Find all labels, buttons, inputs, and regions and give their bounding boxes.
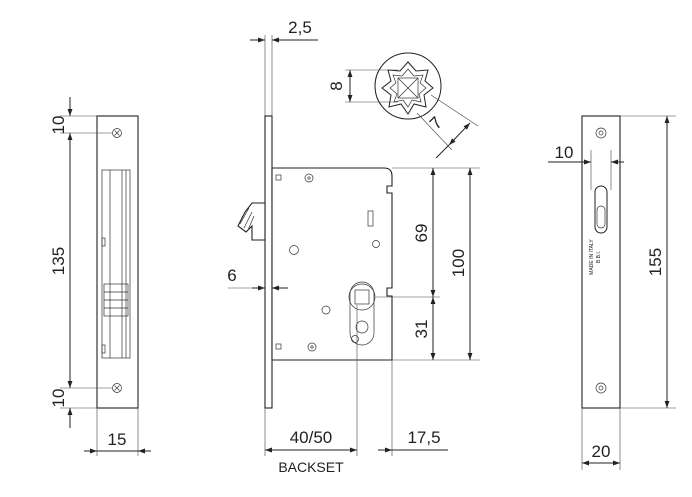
left-faceplate <box>96 115 139 409</box>
dim-31: 31 <box>412 320 431 339</box>
dim-155: 155 <box>646 248 665 276</box>
dim-square-8: 8 <box>327 81 346 90</box>
spindle-star-inner <box>389 68 427 108</box>
backset-label: BACKSET <box>278 459 344 475</box>
case-rivet-bl <box>275 343 282 350</box>
left-top-screw <box>112 128 122 138</box>
left-case <box>101 169 131 359</box>
spindle-hub <box>348 283 376 311</box>
dim-69: 69 <box>412 224 431 243</box>
left-bottom-screw <box>112 383 122 393</box>
brand-line-2: B.B.I. <box>596 251 602 263</box>
right-bottom-screw <box>595 382 607 394</box>
case-slot <box>367 210 374 227</box>
dim-left-width: 15 <box>108 430 127 449</box>
dim-right-10: 10 <box>555 143 574 162</box>
dim-backset: 40/50 <box>290 428 333 447</box>
lock-case <box>271 167 393 361</box>
dim-hook-6: 6 <box>227 266 236 285</box>
center-faceplate <box>264 115 273 409</box>
brand-line-1: MADE IN ITALY <box>589 239 595 275</box>
case-rivet-tl <box>275 174 282 181</box>
right-faceplate <box>581 115 621 409</box>
spindle-star-outer <box>381 61 434 115</box>
right-front-view: MADE IN ITALY B.B.I. 155 10 20 <box>548 115 676 470</box>
left-side-view: 10 135 10 15 <box>49 97 151 456</box>
cylinder-cutout <box>349 281 375 346</box>
dim-right-20: 20 <box>592 442 611 461</box>
dim-left-top: 10 <box>49 116 68 135</box>
case-hole <box>289 245 299 255</box>
dim-faceplate-thickness: 2,5 <box>288 18 312 37</box>
dim-100: 100 <box>449 249 468 277</box>
spindle-detail-circle <box>374 52 442 120</box>
dim-left-height: 135 <box>49 247 68 275</box>
spindle-detail: 8 7 <box>327 52 479 159</box>
right-top-screw <box>595 127 607 139</box>
dim-left-bottom: 10 <box>49 389 68 408</box>
dim-17-5: 17,5 <box>407 428 440 447</box>
spindle-detail-square <box>397 77 419 99</box>
dim-diag-7: 7 <box>426 113 446 133</box>
spindle-square <box>354 289 370 305</box>
hook-slot <box>594 185 608 234</box>
center-side-view: 69 100 31 2,5 6 40/50 17,5 BACKSET <box>227 18 480 475</box>
